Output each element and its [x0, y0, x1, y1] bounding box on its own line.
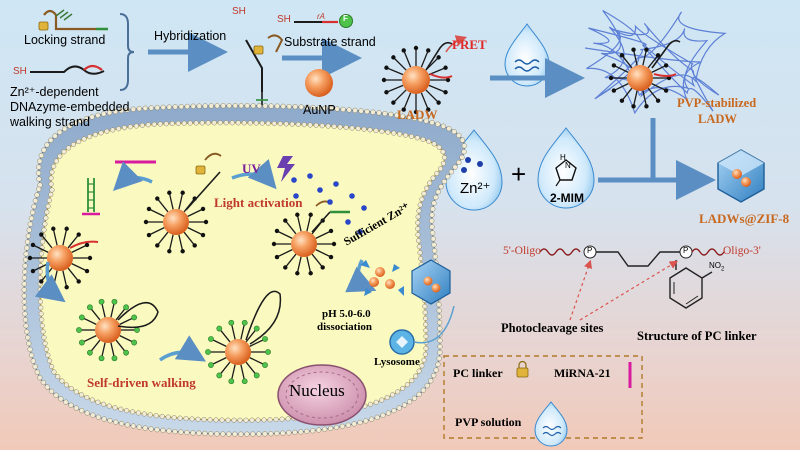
label-fret: FRET — [452, 37, 487, 52]
label-ph-2: dissociation — [317, 321, 373, 333]
label-aunp: AuNP — [303, 103, 336, 117]
label-light-activation: Light activation — [214, 195, 303, 210]
label-nucleus: Nucleus — [289, 381, 345, 400]
lysosome-entry-path — [413, 305, 455, 344]
label-walking-line2: DNAzyme-embedded — [10, 100, 130, 114]
label-uv: UV — [242, 161, 261, 176]
legend-mirna-label: MiRNA-21 — [554, 366, 611, 380]
label-ladws-zif8: LADWs@ZIF-8 — [699, 211, 790, 226]
walking-strand-graphic — [30, 64, 105, 75]
cell-ladw-uv — [143, 152, 222, 254]
label-zn: Zn²⁺ — [460, 180, 491, 197]
cell-ladw-zn — [271, 200, 350, 276]
legend-pvp-label: PVP solution — [455, 415, 522, 429]
label-mim-n: N — [565, 161, 571, 170]
label-mim-h: H — [560, 153, 566, 162]
pvp-polymer-coil — [584, 9, 727, 115]
pvp-droplet-icon — [504, 23, 550, 87]
cell-ladw-walking-2 — [205, 290, 282, 385]
label-p2: P — [683, 246, 689, 255]
cell-cycle-arrows — [34, 158, 377, 362]
label-hybridization: Hybridization — [154, 29, 227, 43]
label-no2: NO2 — [709, 261, 725, 273]
label-ph-1: pH 5.0-6.0 — [322, 308, 371, 320]
label-substrate-strand: Substrate strand — [284, 35, 376, 49]
label-f: F — [343, 14, 348, 23]
nucleus-graphic — [277, 364, 367, 426]
label-self-driven-walking: Self-driven walking — [87, 375, 196, 390]
pc-linker-structure — [539, 245, 725, 321]
legend-pvp-droplet-icon — [534, 401, 568, 447]
legend-pc-linker-label: PC linker — [453, 366, 503, 380]
label-pvp-stabilized-1: PVP-stabilized — [677, 96, 757, 110]
mim-droplet-icon — [537, 127, 595, 209]
label-ladw: LADW — [397, 107, 438, 122]
zif8-crystal-cell-icon — [411, 259, 451, 305]
substrate-strand-graphic — [294, 14, 353, 28]
ladw-nanoparticle — [381, 41, 453, 115]
label-ra: rA — [317, 12, 325, 21]
label-walking-line1: Zn²⁺-dependent — [10, 85, 99, 99]
pvp-stabilized-ladw-particle — [608, 39, 681, 109]
label-pc-linker-structure: Structure of PC linker — [637, 329, 757, 343]
label-oligo3: Oligo-3' — [723, 245, 761, 257]
label-mim: 2-MIM — [550, 191, 584, 205]
label-sh-substrate: SH — [277, 14, 291, 25]
aunp-particle — [305, 69, 333, 97]
label-lysosome: Lysosome — [374, 356, 420, 368]
label-pvp-stabilized-2: LADW — [698, 112, 737, 126]
lysosome-icon — [389, 329, 415, 355]
label-sh-walking: SH — [13, 66, 27, 77]
grouping-brace — [119, 13, 135, 91]
locking-strand-graphic — [38, 9, 108, 31]
label-locking-strand: Locking strand — [24, 33, 106, 47]
cell-ladw-walking-1 — [76, 298, 159, 362]
label-oligo5: 5'-Oligo — [503, 245, 541, 257]
cell-ladw-caged-1 — [27, 226, 99, 290]
dissociation-fragments — [360, 260, 404, 296]
label-sh-duplex: SH — [232, 6, 246, 17]
released-duplex — [82, 178, 100, 216]
zif8-crystal-icon — [717, 149, 765, 203]
zn-ion-dots — [291, 173, 367, 235]
label-walking-line3: walking strand — [10, 115, 90, 129]
label-p1: P — [587, 246, 593, 255]
label-plus: + — [511, 159, 527, 189]
uv-lightning-icon — [277, 156, 295, 182]
fret-arrow — [445, 35, 468, 53]
label-photocleavage-sites: Photocleavage sites — [501, 321, 604, 335]
